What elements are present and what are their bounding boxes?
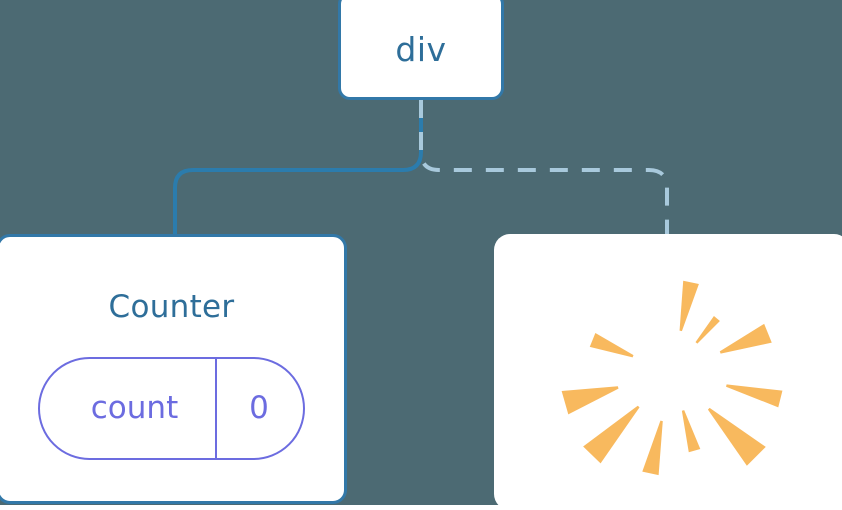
sparkle-burst-icon [561,280,783,476]
sparkle-ray-4 [707,407,766,466]
node-div[interactable]: div [338,0,504,100]
node-counter-title: Counter [108,289,235,325]
state-pill[interactable]: count 0 [38,357,305,460]
sparkle-ray-7 [583,405,640,464]
sparkle-ray-3 [726,384,783,408]
node-div-label: div [395,29,447,69]
edge-root-to-effect [419,100,669,237]
sparkle-ray-8 [561,386,619,415]
sparkle-ray-0 [679,280,699,332]
sparkle-ray-6 [642,420,663,476]
state-pill-divider [215,359,217,458]
state-key: count [90,390,179,426]
sparkle-ray-1 [695,315,720,344]
sparkle-ray-2 [719,323,772,354]
sparkle-ray-9 [589,332,634,358]
node-sparkle[interactable] [494,234,842,510]
state-value: 0 [249,390,269,426]
sparkle-ray-5 [681,410,701,453]
node-counter[interactable]: Counter count 0 [0,234,347,504]
edge-root-to-counter [173,98,423,239]
